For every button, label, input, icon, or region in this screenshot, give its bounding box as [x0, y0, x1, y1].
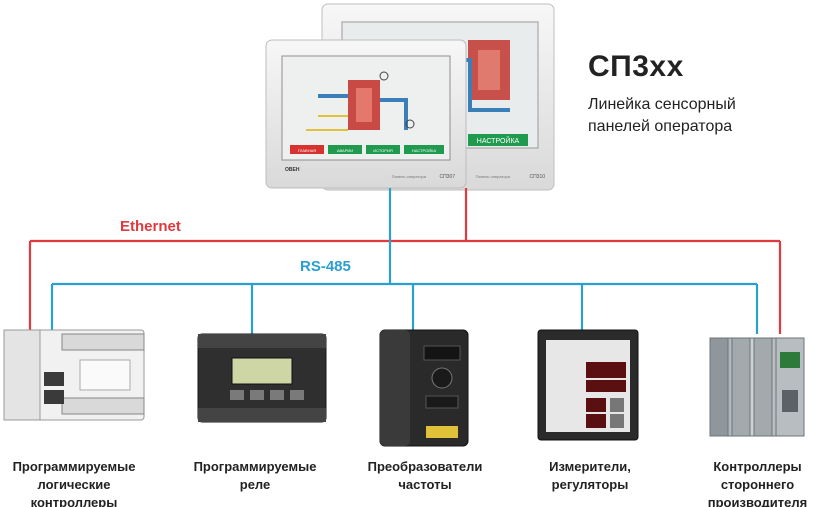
- ethernet-bus: [30, 188, 780, 334]
- brand-logo: ОВЕН: [285, 167, 300, 173]
- back-panel-button: НАСТРОЙКА: [477, 136, 520, 145]
- device-caption-plc: Программируемые логические контроллеры: [2, 458, 146, 507]
- panel-button-history: ИСТОРИЯ: [373, 148, 393, 153]
- device-caption-relay: Программируемые реле: [180, 458, 330, 494]
- device-meter: [538, 330, 638, 440]
- device-caption-vfd: Преобразователи частоты: [360, 458, 490, 494]
- ethernet-label: Ethernet: [120, 218, 181, 235]
- rs485-bus: [52, 188, 757, 334]
- page-title: СП3хх: [588, 50, 684, 84]
- panel-button-home: ГЛАВНАЯ: [298, 148, 316, 153]
- device-vfd: [380, 330, 468, 446]
- back-panel-caption: Панель оператора: [476, 174, 511, 179]
- device-plc: [4, 330, 144, 420]
- front-panel: ГЛАВНАЯ АВАРИИ ИСТОРИЯ НАСТРОЙКА ОВЕН СП…: [266, 40, 466, 188]
- device-third-party-controller: [710, 338, 804, 436]
- rs485-label: RS-485: [300, 258, 351, 275]
- back-panel-model: СП310: [529, 174, 545, 180]
- device-caption-meter: Измерители, регуляторы: [530, 458, 650, 494]
- page-subtitle: Линейка сенсорный панелей оператора: [588, 94, 788, 138]
- panel-button-alarms: АВАРИИ: [337, 148, 353, 153]
- front-panel-caption: Панель оператора: [392, 174, 427, 179]
- device-caption-third-party: Контроллеры стороннего производителя: [700, 458, 815, 507]
- front-panel-model: СП307: [439, 174, 455, 180]
- panel-button-settings: НАСТРОЙКА: [412, 148, 437, 153]
- device-relay: [198, 334, 326, 422]
